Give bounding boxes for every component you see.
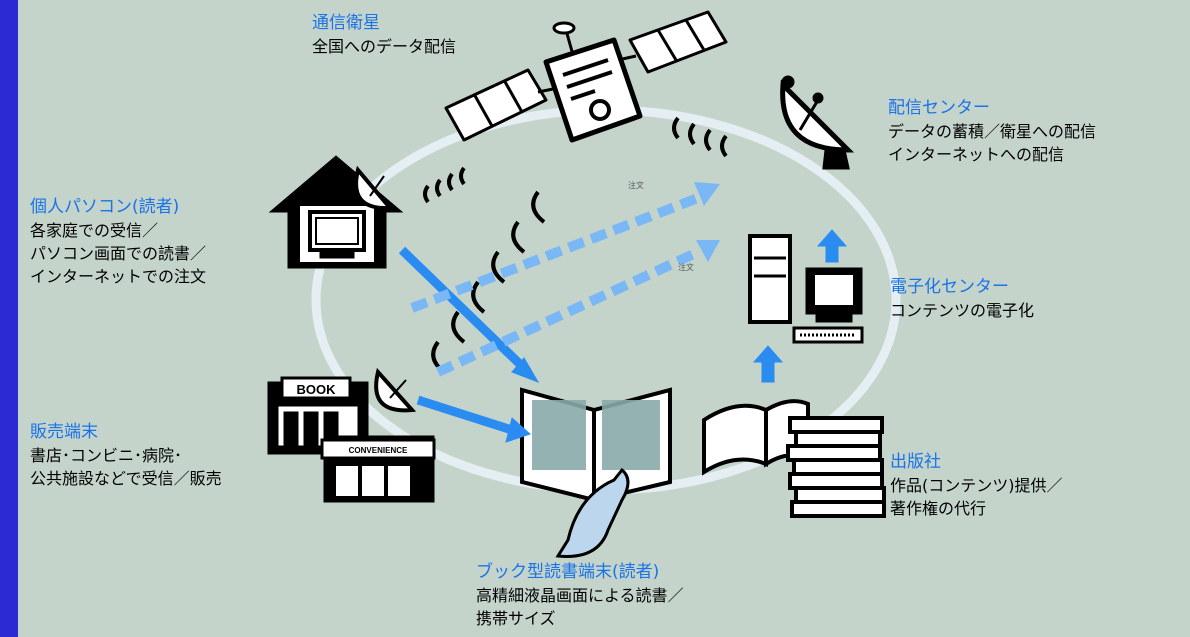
- label-personal-pc: 個人パソコン(読者) 各家庭での受信／ パソコン画面での読書／ インターネットで…: [30, 196, 206, 288]
- order-mark-upper: 注文: [628, 181, 644, 190]
- order-mark-lower: 注文: [678, 263, 694, 272]
- distribution-center-desc-1: データの蓄積／衛星への配信: [888, 122, 1097, 141]
- personal-pc-desc-2: パソコン画面での読書／: [30, 244, 207, 263]
- book-reader-desc-1: 高精細液晶画面による読書／: [476, 586, 684, 605]
- label-sales-terminal: 販売端末 書店･コンビニ･病院･ 公共施設などで受信／販売: [30, 421, 222, 490]
- label-book-reader: ブック型読書端末(読者) 高精細液晶画面による読書／ 携帯サイズ: [476, 561, 684, 630]
- store-icon: [267, 367, 436, 503]
- digitization-center-title: 電子化センター: [890, 277, 1009, 297]
- books-icon: [702, 399, 886, 518]
- satellite-icon: [444, 10, 728, 143]
- computer-icon: [748, 234, 864, 344]
- book-reader-icon: [520, 387, 672, 558]
- personal-pc-title: 個人パソコン(読者): [30, 197, 180, 217]
- publisher-desc-2: 著作権の代行: [890, 499, 987, 518]
- label-publisher: 出版社 作品(コンテンツ)提供／ 著作権の代行: [890, 451, 1063, 520]
- book-reader-desc-2: 携帯サイズ: [476, 609, 556, 628]
- label-digitization-center: 電子化センター コンテンツの電子化: [890, 276, 1034, 322]
- book-sign: BOOK: [297, 382, 337, 397]
- book-reader-title: ブック型読書端末(読者): [476, 562, 660, 582]
- distribution-center-desc-2: インターネットへの配信: [888, 145, 1065, 164]
- satellite-desc: 全国へのデータ配信: [312, 37, 457, 56]
- sales-terminal-desc-1: 書店･コンビニ･病院･: [30, 446, 183, 465]
- dashed-arrow-head-upper: [694, 182, 720, 206]
- distribution-center-title: 配信センター: [888, 98, 990, 118]
- publisher-desc-1: 作品(コンテンツ)提供／: [890, 476, 1063, 495]
- label-satellite: 通信衛星 全国へのデータ配信: [312, 12, 456, 58]
- antenna-dish-icon: [780, 75, 855, 170]
- signal-waves: [423, 116, 728, 374]
- solid-arrows: [398, 229, 848, 443]
- sales-terminal-desc-2: 公共施設などで受信／販売: [30, 469, 222, 488]
- diagram-panel: BOOK CONVENIENCE: [18, 0, 1190, 637]
- publisher-title: 出版社: [890, 452, 941, 472]
- house-pc-icon: [268, 155, 404, 269]
- personal-pc-desc-1: 各家庭での受信／: [30, 221, 159, 240]
- diagram-art: BOOK CONVENIENCE: [267, 10, 901, 558]
- dashed-arrows: [410, 193, 701, 377]
- dashed-arrow-head-lower: [696, 240, 720, 262]
- sales-terminal-title: 販売端末: [30, 422, 98, 442]
- convenience-sign: CONVENIENCE: [349, 446, 408, 455]
- label-distribution-center: 配信センター データの蓄積／衛星への配信 インターネットへの配信: [888, 97, 1096, 166]
- satellite-title: 通信衛星: [312, 13, 380, 33]
- personal-pc-desc-3: インターネットでの注文: [30, 267, 207, 286]
- digitization-center-desc: コンテンツの電子化: [890, 301, 1035, 320]
